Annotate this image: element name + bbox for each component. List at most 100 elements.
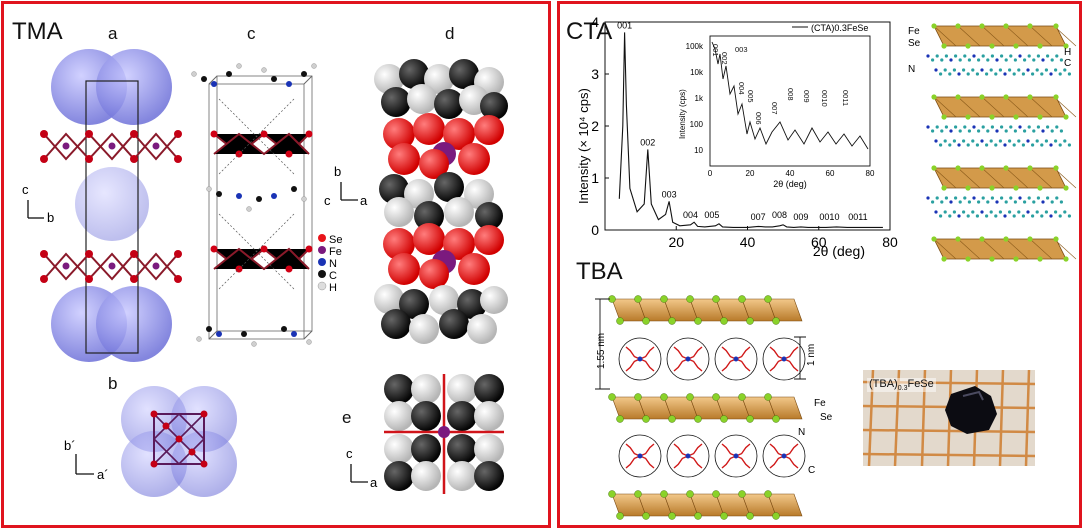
tma-title: TMA [12,18,63,45]
svg-text:0010: 0010 [820,90,829,107]
axes-e-up: c [346,446,353,461]
xrd-x-axis: 20 40 60 80 [668,226,898,250]
xrd-peak-label-6: 008 [772,210,787,220]
tma-structure-drawing: c b [22,49,508,497]
axes-b-up: b´ [64,438,76,453]
axes-b-right: a´ [97,467,109,482]
xrd-ytick-1: 1 [591,170,599,186]
inset-ylabel: Intensity (cps) [678,89,687,139]
xrd-peak-label-1: 002 [640,137,655,147]
tba-structure-drawing: 1.55 nm 1 nm Fe Se N C [595,295,833,520]
xrd-peak-label-5: 007 [751,212,766,222]
label-d: d [445,24,455,43]
svg-text:1k: 1k [695,94,704,103]
cta-structure-drawing: Fe Se H C N [908,23,1077,262]
cta-se-label: Se [908,38,921,49]
panel-d-spacefill [374,59,508,344]
svg-text:007: 007 [770,102,779,115]
label-b: b [108,374,118,393]
cta-n-label: N [908,64,915,75]
crystal-photo: (TBA)0.3FeSe [863,370,1035,466]
tba-c-label: C [808,465,815,476]
legend-fe: Fe [329,246,342,258]
xrd-ytick-3: 3 [591,66,599,82]
legend-h: H [329,282,337,294]
xrd-ytick-2: 2 [591,118,599,134]
svg-text:0: 0 [708,169,713,178]
panel-c-structure [191,63,317,347]
panel-a-structure [40,49,182,362]
tma-panel: TMA a c d b e [1,1,551,528]
svg-text:003: 003 [735,45,748,54]
xrd-peak-label-7: 009 [793,212,808,222]
xrd-series-line [618,32,883,228]
cta-h-label: H [1064,47,1071,58]
axes-e [350,464,368,483]
svg-text:002: 002 [720,52,729,65]
axes-e-right: a [370,475,378,490]
axes-a-right: b [47,210,54,225]
label-a: a [108,24,118,43]
panel-e-spacefill [384,374,504,494]
tba-thickness-label: 1.55 nm [596,333,607,369]
xrd-xtick-3: 80 [882,234,898,250]
tba-fe-label: Fe [814,398,826,409]
inset-xlabel: 2θ (deg) [773,179,807,189]
xrd-legend-text: (CTA)0.3FeSe [811,23,868,33]
svg-text:10k: 10k [690,68,704,77]
crystal-sample [945,386,997,434]
svg-text:009: 009 [802,90,811,103]
xrd-xlabel: 2θ (deg) [813,243,865,259]
svg-text:100: 100 [690,120,704,129]
element-legend [317,234,327,291]
axes-d-up: b [334,164,341,179]
cta-fese-slab [933,96,1067,118]
svg-text:004: 004 [737,82,746,95]
svg-text:0011: 0011 [841,90,850,106]
svg-text:20: 20 [746,169,755,178]
xrd-xtick-1: 40 [740,234,756,250]
svg-text:008: 008 [786,88,795,101]
xrd-xtick-2: 60 [811,234,827,250]
svg-text:006: 006 [754,112,763,125]
label-c: c [247,24,256,43]
cta-fese-slab [933,238,1067,260]
legend-se: Se [329,234,342,246]
axes-d-right: a [360,193,368,208]
xrd-peak-label-4: 005 [704,210,719,220]
tba-se-label: Se [820,412,833,423]
cta-fese-slab [933,167,1067,189]
axes-a-up: c [22,182,29,197]
xrd-ylabel: Intensity (× 10⁴ cps) [576,88,591,204]
axes-b [75,454,94,475]
svg-text:40: 40 [786,169,795,178]
xrd-peak-label-2: 003 [662,189,677,199]
legend-c: C [329,270,337,282]
photo-caption: (TBA)0.3FeSe [867,378,936,393]
svg-text:100k: 100k [686,42,704,51]
xrd-ytick-4: 4 [591,14,599,30]
tba-n-label: N [798,427,805,438]
svg-text:60: 60 [826,169,835,178]
xrd-y-axis: 0 1 2 3 4 [591,14,609,238]
cta-fese-slab [933,25,1067,47]
svg-text:10: 10 [694,146,703,155]
label-e: e [342,408,352,427]
xrd-ytick-0: 0 [591,222,599,238]
svg-text:005: 005 [746,90,755,103]
xrd-peak-label-8: 0010 [819,212,839,222]
xrd-peak-label-9: 0011 [848,212,867,222]
xrd-peak-label-0: 001 [617,20,632,30]
tba-gap-label: 1 nm [806,344,817,366]
axes-d-left: c [324,193,331,208]
cta-c-label: C [1064,58,1071,69]
legend-n: N [329,258,337,270]
panel-b-structure [121,386,237,497]
svg-text:001: 001 [711,44,720,57]
xrd-xtick-0: 20 [668,234,684,250]
axes-d [340,182,358,201]
svg-text:80: 80 [866,169,875,178]
